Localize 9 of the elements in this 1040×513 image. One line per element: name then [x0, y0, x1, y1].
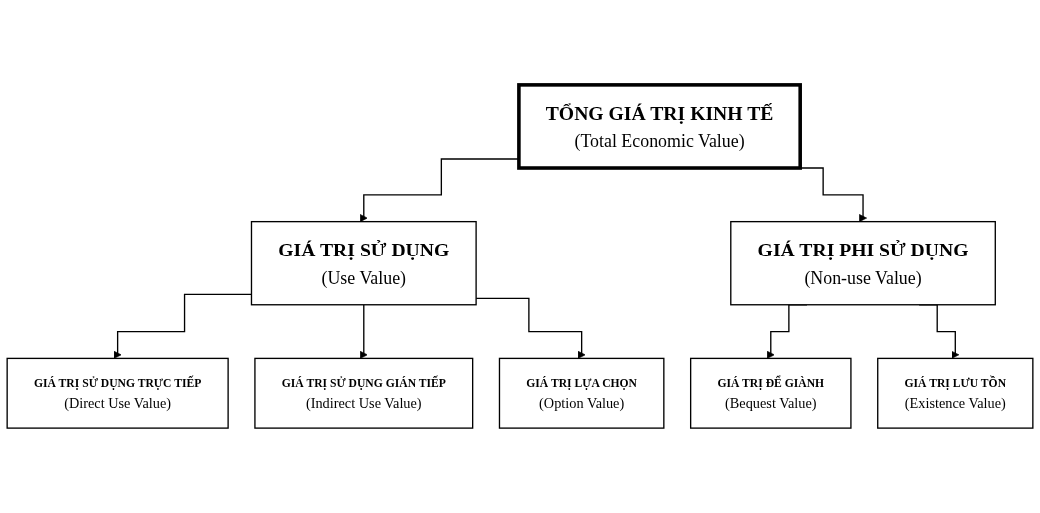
node-box: GIÁ TRỊ ĐỂ GIÀNH (Bequest Value) [690, 357, 852, 429]
node-box: GIÁ TRỊ LƯU TỒN (Existence Value) [877, 357, 1034, 429]
arrow [359, 304, 368, 359]
node-box: GIÁ TRỊ PHI SỬ DỤNG (Non-use Value) [730, 220, 996, 306]
node-box: TỔNG GIÁ TRỊ KINH TẾ (Total Economic Value) [517, 83, 802, 170]
node-box: GIÁ TRỊ SỬ DỤNG TRỰC TIẾP (Direct Use Value) [6, 357, 229, 429]
node-box: GIÁ TRỊ SỬ DỤNG GIÁN TIẾP (Indirect Use Value) [254, 357, 474, 429]
node-box: GIÁ TRỊ LỰA CHỌN (Option Value) [498, 357, 665, 429]
node-box: GIÁ TRỊ SỬ DỤNG (Use Value) [250, 220, 477, 306]
